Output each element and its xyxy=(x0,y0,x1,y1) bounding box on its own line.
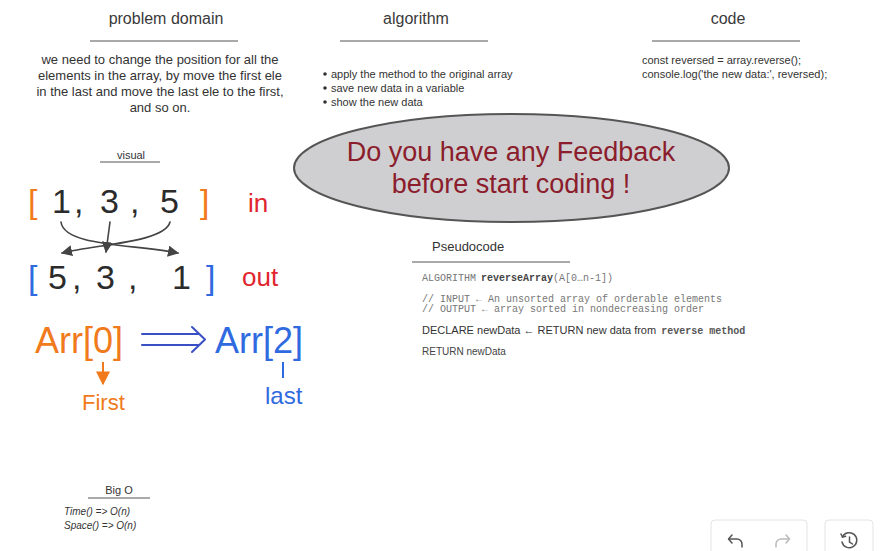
clock-face xyxy=(842,533,857,548)
redo-icon xyxy=(776,535,790,547)
column-heading: algorithm xyxy=(336,10,496,28)
hand-comma: , xyxy=(74,182,83,221)
hand-number: 1 xyxy=(52,182,71,221)
clock-arrow xyxy=(841,534,846,537)
underline xyxy=(652,41,800,42)
complexity-line: Space() => O(n) xyxy=(64,520,136,532)
undo-icon xyxy=(729,535,743,547)
implies-arrow xyxy=(142,327,205,352)
pointer-line xyxy=(102,362,104,384)
hand-number: 5 xyxy=(160,182,179,221)
underline xyxy=(88,498,150,499)
pseudo-line: DECLARE newData ← RETURN new data from xyxy=(422,324,656,337)
hand-arrow xyxy=(62,222,170,253)
toolbar-panel xyxy=(825,520,873,551)
hand-number: 5 xyxy=(48,258,67,297)
hand-number: 3 xyxy=(96,258,115,297)
implies-head xyxy=(192,327,205,352)
pseudo-comment: // OUTPUT ← array sorted in nondecreasin… xyxy=(422,304,704,315)
redo-curve xyxy=(776,539,789,547)
section-heading: Big O xyxy=(89,484,149,497)
problem-text: we need to change the position for all t… xyxy=(32,52,288,116)
hand-note: out xyxy=(242,262,278,292)
hand-number: 3 xyxy=(100,182,119,221)
toolbar xyxy=(711,520,873,551)
hand-expression: Arr[2] xyxy=(215,320,303,361)
toolbar-panel xyxy=(711,520,807,551)
hand-arrow xyxy=(106,222,110,252)
heading-underlines xyxy=(88,41,800,498)
bullet-dot xyxy=(323,100,327,104)
hand-bracket: [ xyxy=(28,182,37,221)
pseudo-keyword: ALGORITHM xyxy=(422,273,476,285)
underline xyxy=(100,162,160,163)
ellipse-outline xyxy=(292,112,731,224)
undo-curve xyxy=(729,539,742,547)
bullet-item: save new data in a variable xyxy=(331,81,464,95)
hand-expression: Arr[0] xyxy=(35,320,123,361)
hand-bracket: [ xyxy=(28,258,37,297)
undo-head xyxy=(729,535,733,543)
bullet-dot xyxy=(323,72,327,76)
code-line: const reversed = array.reverse(); xyxy=(642,53,801,67)
swap-arrows xyxy=(61,222,178,253)
history-icon xyxy=(841,533,857,548)
hand-note: last xyxy=(265,382,302,410)
section-heading: Pseudocode xyxy=(432,239,504,254)
implies-stroke xyxy=(142,344,198,346)
underline xyxy=(90,41,238,42)
hand-note: in xyxy=(248,188,268,218)
hand-comma: , xyxy=(130,182,139,221)
pseudo-line: RETURN newData xyxy=(422,346,506,358)
pseudo-comment: // INPUT ← An unsorted array of orderabl… xyxy=(422,294,722,305)
section-heading: visual xyxy=(101,149,161,162)
hand-bracket: ] xyxy=(200,182,209,221)
code-line: console.log('the new data:', reversed); xyxy=(642,67,827,81)
column-heading: code xyxy=(648,10,808,28)
implies-stroke xyxy=(142,333,198,335)
complexity-line: Time() => O(n) xyxy=(64,506,130,518)
pseudo-name: reverse method xyxy=(661,326,745,338)
pseudo-params: (A[0…n-1]) xyxy=(553,273,613,285)
underline xyxy=(340,41,488,42)
hand-arrow xyxy=(61,222,178,253)
underline xyxy=(412,262,570,263)
handwritten-question: Do you have any Feedback before start co… xyxy=(321,136,701,201)
text-row: DECLARE newData ← RETURN new data from re… xyxy=(422,324,745,338)
clock-hands xyxy=(850,537,853,544)
feedback-ellipse: Do you have any Feedback before start co… xyxy=(292,112,731,224)
bullet-item: show the new data xyxy=(331,95,423,109)
ellipse-shape xyxy=(294,114,729,222)
bullets xyxy=(323,72,327,104)
bullet-item: apply the method to the original array xyxy=(331,67,513,81)
hand-number: 1 xyxy=(172,258,191,297)
hand-note: First xyxy=(82,390,125,415)
bullet-dot xyxy=(323,86,327,90)
text-row: ALGORITHM reverseArray(A[0…n-1]) xyxy=(422,273,613,285)
hand-bracket: ] xyxy=(206,258,215,297)
hand-comma: , xyxy=(72,258,81,297)
column-heading: problem domain xyxy=(84,10,248,28)
pointer-line xyxy=(282,362,284,378)
redo-head xyxy=(786,535,790,543)
pseudo-name: reverseArray xyxy=(481,273,553,285)
hand-comma: , xyxy=(128,258,137,297)
